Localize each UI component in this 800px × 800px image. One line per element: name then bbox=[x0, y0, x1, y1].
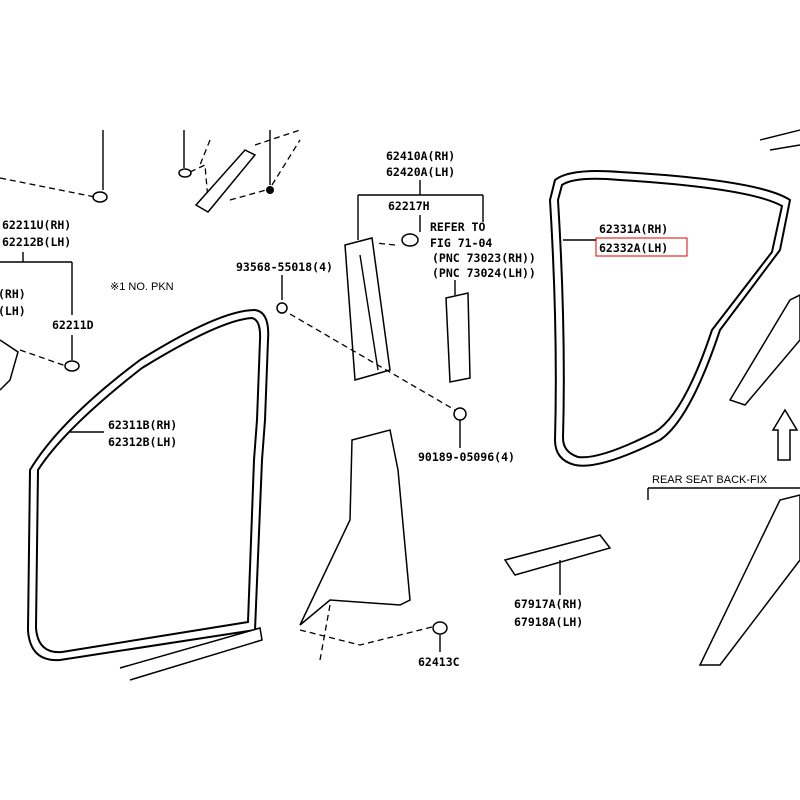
label-90189: 90189-05096(4) bbox=[418, 450, 515, 464]
label-62420A: 62420A(LH) bbox=[386, 165, 455, 179]
label-62332A: 62332A(LH) bbox=[599, 241, 668, 255]
label-62211U: 62211U(RH) bbox=[2, 218, 71, 232]
label-62331A: 62331A(RH) bbox=[599, 222, 668, 236]
b-pillar-lower-garnish bbox=[299, 429, 448, 661]
label-refer-to: REFER TO bbox=[430, 220, 485, 234]
label-67917A: 67917A(RH) bbox=[514, 597, 583, 611]
label-93568: 93568-55018(4) bbox=[236, 260, 333, 274]
front-door-weatherstrip bbox=[26, 308, 270, 681]
leader-62211 bbox=[0, 252, 80, 391]
label-pnc-rh: (PNC 73023(RH)) bbox=[432, 251, 536, 265]
label-cut-lh: (LH) bbox=[0, 304, 26, 318]
b-pillar-upper-garnish bbox=[276, 180, 484, 448]
rear-quarter-parts bbox=[503, 129, 800, 666]
label-cut-rh: (RH) bbox=[0, 287, 26, 301]
label-62413C: 62413C bbox=[418, 655, 460, 669]
label-62212B: 62212B(LH) bbox=[2, 235, 71, 249]
label-67918A: 67918A(LH) bbox=[514, 615, 583, 629]
label-62410A: 62410A(RH) bbox=[386, 149, 455, 163]
label-62217H: 62217H bbox=[388, 199, 430, 213]
rear-door-weatherstrip bbox=[548, 170, 792, 467]
note-pkn: ※1 NO. PKN bbox=[110, 281, 174, 293]
label-62211D: 62211D bbox=[52, 318, 94, 332]
label-62312B: 62312B(LH) bbox=[108, 435, 177, 449]
label-fig: FIG 71-04 bbox=[430, 236, 492, 250]
clip-group-top-left bbox=[0, 129, 301, 213]
label-rear-seat-back-fix: REAR SEAT BACK-FIX bbox=[652, 474, 768, 486]
label-62311B: 62311B(RH) bbox=[108, 418, 177, 432]
label-pnc-lh: (PNC 73024(LH)) bbox=[432, 266, 536, 280]
